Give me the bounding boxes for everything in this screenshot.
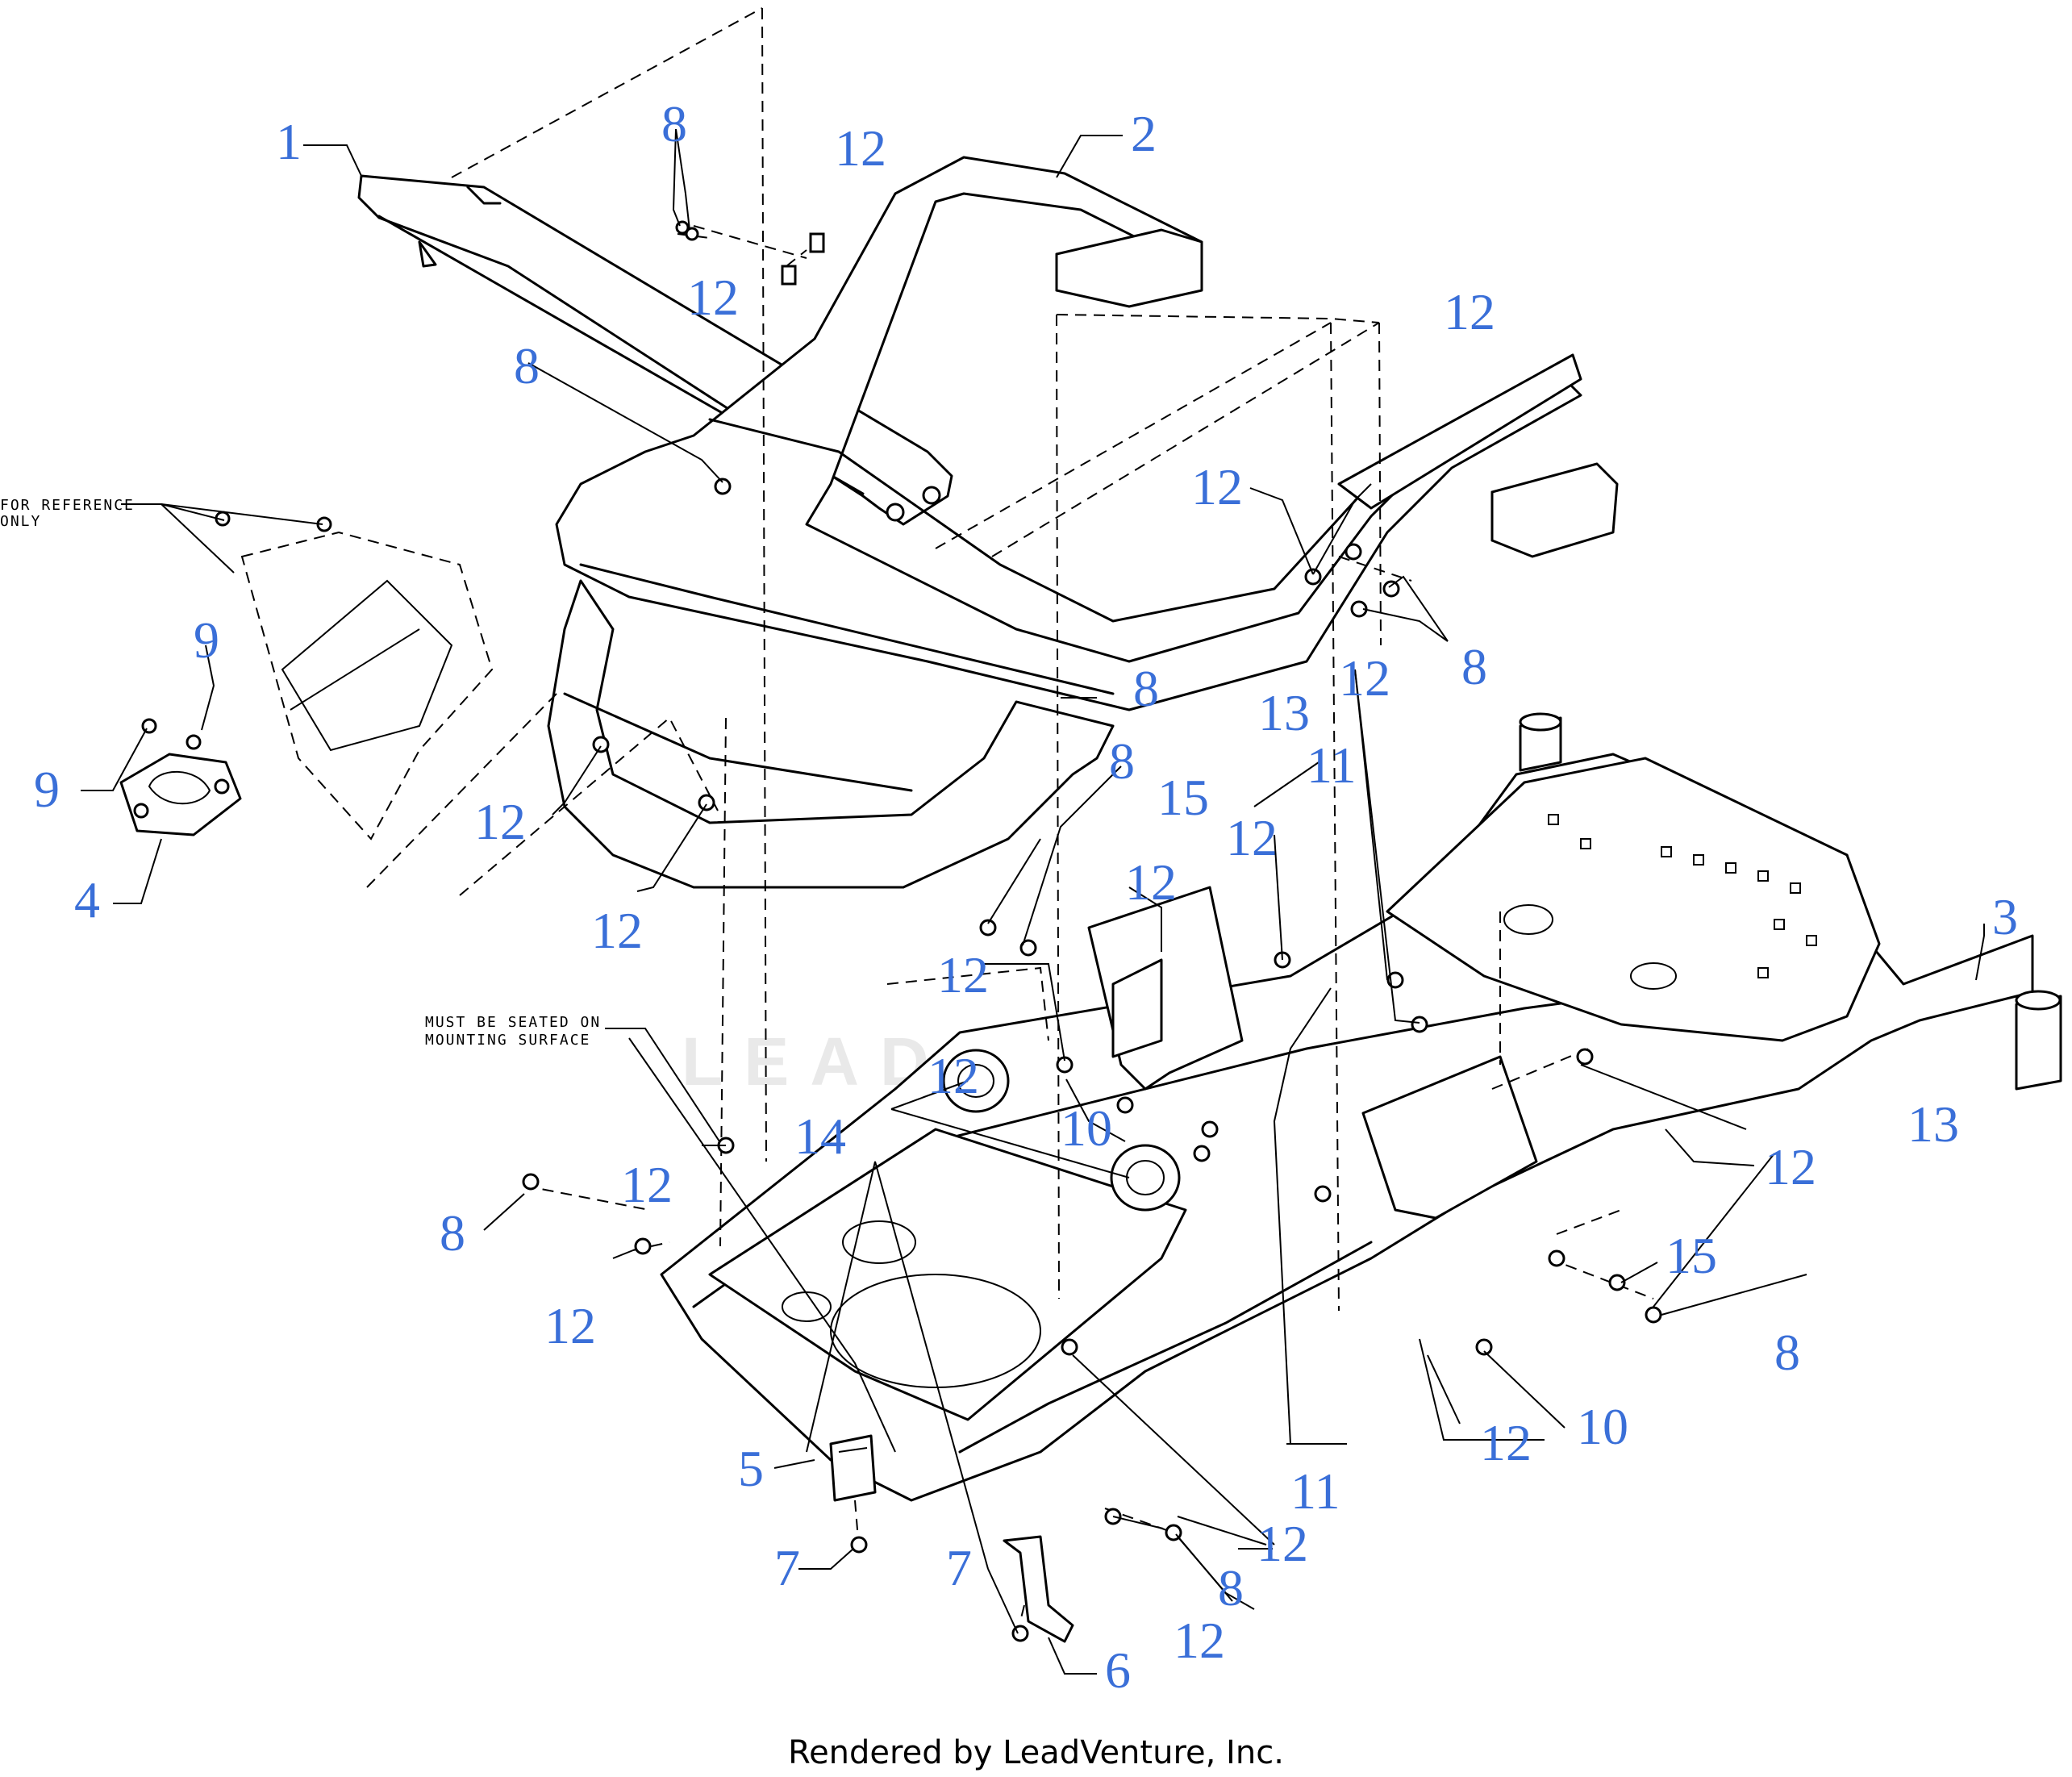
callout-15a: 15 bbox=[1157, 769, 1209, 826]
callout-11b: 11 bbox=[1290, 1462, 1340, 1520]
callout-6: 6 bbox=[1105, 1641, 1131, 1699]
callout-4: 4 bbox=[74, 871, 100, 928]
callout-8f: 8 bbox=[440, 1204, 465, 1262]
callouts: 1 2 3 4 5 6 7 7 8 8 8 8 8 8 8 8 9 9 10 1… bbox=[34, 95, 2018, 1699]
part-4-bracket bbox=[119, 753, 242, 836]
callout-10b: 10 bbox=[1577, 1398, 1628, 1455]
callout-12n: 12 bbox=[1480, 1414, 1532, 1471]
callout-13a: 13 bbox=[1258, 684, 1310, 741]
callout-12f: 12 bbox=[591, 902, 643, 959]
callout-8g: 8 bbox=[1774, 1324, 1800, 1381]
callout-12m: 12 bbox=[1765, 1138, 1816, 1195]
reference-note: FOR REFERENCE ONLY bbox=[0, 497, 135, 530]
mounting-note: MUST BE SEATED ON MOUNTING SURFACE bbox=[425, 1014, 601, 1049]
callout-12e: 12 bbox=[474, 793, 526, 850]
svg-text:ONLY: ONLY bbox=[0, 513, 41, 530]
callout-12h: 12 bbox=[1226, 809, 1278, 866]
callout-7a: 7 bbox=[774, 1539, 800, 1596]
callout-12l: 12 bbox=[544, 1297, 596, 1354]
leader-lines bbox=[81, 128, 1985, 1675]
callout-12c: 12 bbox=[1444, 283, 1495, 340]
callout-8d: 8 bbox=[1133, 660, 1159, 717]
part-3-chassis bbox=[660, 712, 2062, 1502]
callout-11a: 11 bbox=[1307, 736, 1357, 794]
callout-9a: 9 bbox=[194, 611, 219, 669]
callout-7b: 7 bbox=[946, 1539, 972, 1596]
callout-15b: 15 bbox=[1666, 1227, 1717, 1284]
callout-12j: 12 bbox=[937, 946, 989, 1003]
callout-12o: 12 bbox=[1257, 1515, 1308, 1572]
callout-8h: 8 bbox=[1218, 1559, 1244, 1616]
svg-text:FOR REFERENCE: FOR REFERENCE bbox=[0, 497, 135, 514]
callout-8e: 8 bbox=[1109, 732, 1135, 790]
callout-12k: 12 bbox=[621, 1156, 673, 1213]
callout-12p: 12 bbox=[1174, 1612, 1225, 1669]
callout-8b: 8 bbox=[514, 337, 540, 394]
part-6-bracket bbox=[1003, 1535, 1074, 1643]
callout-2: 2 bbox=[1131, 105, 1157, 162]
callout-12g: 12 bbox=[1339, 649, 1390, 707]
callout-3: 3 bbox=[1992, 888, 2018, 945]
svg-text:MOUNTING SURFACE: MOUNTING SURFACE bbox=[425, 1032, 590, 1049]
part-5-switch bbox=[829, 1434, 877, 1502]
callout-8c: 8 bbox=[1461, 638, 1487, 695]
callout-14: 14 bbox=[794, 1107, 846, 1165]
svg-text:MUST BE SEATED ON: MUST BE SEATED ON bbox=[425, 1014, 601, 1031]
callout-8a: 8 bbox=[661, 95, 687, 152]
callout-12a: 12 bbox=[835, 119, 886, 177]
callout-12i: 12 bbox=[1125, 853, 1177, 911]
callout-9b: 9 bbox=[34, 761, 60, 818]
callout-12d: 12 bbox=[1191, 458, 1243, 515]
callout-5: 5 bbox=[738, 1440, 764, 1497]
part-2-upper-frame bbox=[555, 156, 1619, 711]
callout-13b: 13 bbox=[1907, 1095, 1959, 1153]
callout-12q: 12 bbox=[928, 1047, 979, 1104]
reference-panel bbox=[240, 531, 494, 841]
credit-text: Rendered by LeadVenture, Inc. bbox=[788, 1734, 1284, 1771]
callout-12b: 12 bbox=[687, 269, 739, 326]
callout-10a: 10 bbox=[1061, 1099, 1112, 1157]
assembly-lines bbox=[366, 7, 1654, 1622]
callout-1: 1 bbox=[276, 113, 302, 170]
